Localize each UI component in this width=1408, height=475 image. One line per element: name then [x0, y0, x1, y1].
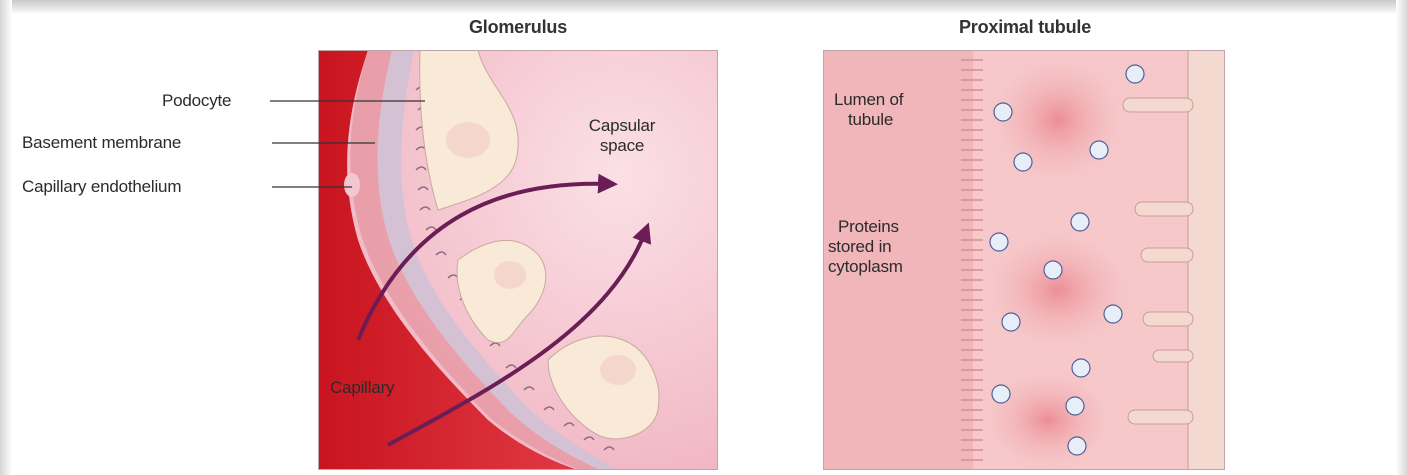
basement-membrane-label: Basement membrane — [22, 133, 181, 153]
proteins-label-1: Proteins — [838, 217, 899, 237]
proteins-label-2: stored in — [828, 237, 891, 257]
proteins-label-3: cytoplasm — [828, 257, 903, 277]
podocyte-label: Podocyte — [162, 91, 231, 111]
lumen-label-1: Lumen of — [834, 90, 903, 110]
lumen-label-2: tubule — [848, 110, 893, 130]
capillary-label: Capillary — [330, 378, 394, 398]
brush-border — [961, 60, 983, 460]
basal-membrane — [1188, 50, 1225, 470]
capillary-endothelium-label: Capillary endothelium — [22, 177, 181, 197]
protein-blotch-3 — [978, 365, 1118, 470]
capsular-space-label-2: space — [572, 136, 672, 156]
capsular-space-label-1: Capsular — [572, 116, 672, 136]
